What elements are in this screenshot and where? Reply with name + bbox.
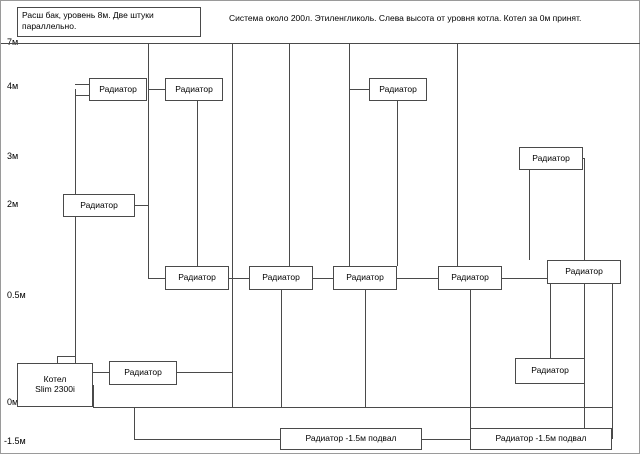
riser-pipe-14 xyxy=(584,158,585,434)
return-main-upper xyxy=(93,407,612,408)
axis-label-2m: 2м xyxy=(7,199,19,209)
riser-pipe-12 xyxy=(529,170,530,260)
radiator-box[interactable]: Радиатор xyxy=(165,78,223,101)
radiator-box[interactable]: Радиатор xyxy=(547,260,621,284)
axis-label-minus-1-5m: -1.5м xyxy=(4,436,26,446)
radiator-box[interactable]: Радиатор xyxy=(515,358,585,384)
connector-5b xyxy=(135,205,148,206)
radiator-box[interactable]: Радиатор xyxy=(333,266,397,290)
basement-link xyxy=(422,439,470,440)
basement-radiator-box[interactable]: Радиатор -1.5м подвал xyxy=(470,428,612,450)
riser-pipe-6 xyxy=(289,43,290,266)
riser-pipe-9 xyxy=(397,89,398,266)
boiler-box[interactable]: Котел Slim 2300i xyxy=(17,363,93,407)
connector-10b xyxy=(177,372,232,373)
riser-pipe-5 xyxy=(281,290,282,407)
connector-9a xyxy=(502,278,548,279)
connector-1b xyxy=(75,95,90,96)
radiator-box[interactable]: Радиатор xyxy=(438,266,502,290)
axis-label-7m: 7м xyxy=(7,37,19,47)
connector-1a xyxy=(75,84,90,85)
connector-6a xyxy=(148,278,166,279)
riser-pipe-1 xyxy=(75,89,76,402)
riser-pipe-11 xyxy=(470,290,471,439)
riser-pipe-3 xyxy=(197,101,198,266)
boiler-line-2: Slim 2300i xyxy=(35,384,75,394)
axis-label-3m: 3м xyxy=(7,151,19,161)
separator-line xyxy=(1,43,640,44)
riser-pipe-7 xyxy=(349,43,350,266)
connector-7a xyxy=(313,278,334,279)
radiator-box[interactable]: Радиатор xyxy=(519,147,583,170)
boiler-supply-stub xyxy=(57,356,58,364)
riser-pipe-2 xyxy=(148,43,149,278)
axis-label-0-5m: 0.5м xyxy=(7,290,26,300)
radiator-box[interactable]: Радиатор xyxy=(89,78,147,101)
connector-8a xyxy=(397,278,439,279)
connector-2a xyxy=(148,89,166,90)
boiler-line-1: Котел xyxy=(43,374,67,385)
boiler-return-riser xyxy=(93,385,94,407)
riser-pipe-15 xyxy=(612,272,613,439)
basement-radiator-box[interactable]: Радиатор -1.5м подвал xyxy=(280,428,422,450)
system-note: Система около 200л. Этиленгликоль. Слева… xyxy=(229,13,582,23)
axis-label-0m: 0м xyxy=(7,397,19,407)
riser-pipe-10 xyxy=(457,43,458,266)
radiator-box[interactable]: Радиатор xyxy=(165,266,229,290)
connector-6b xyxy=(229,278,250,279)
boiler-supply-run xyxy=(57,356,75,357)
expansion-tank-note: Расш бак, уровень 8м. Две штуки параллел… xyxy=(17,7,201,37)
radiator-box[interactable]: Радиатор xyxy=(249,266,313,290)
basement-drop xyxy=(134,407,135,439)
radiator-box[interactable]: Радиатор xyxy=(109,361,177,385)
radiator-box[interactable]: Радиатор xyxy=(369,78,427,101)
radiator-box[interactable]: Радиатор xyxy=(63,194,135,217)
riser-pipe-8 xyxy=(365,290,366,407)
connector-3a xyxy=(349,89,370,90)
riser-pipe-13 xyxy=(550,284,551,358)
riser-pipe-4 xyxy=(232,43,233,407)
axis-label-4m: 4м xyxy=(7,81,19,91)
